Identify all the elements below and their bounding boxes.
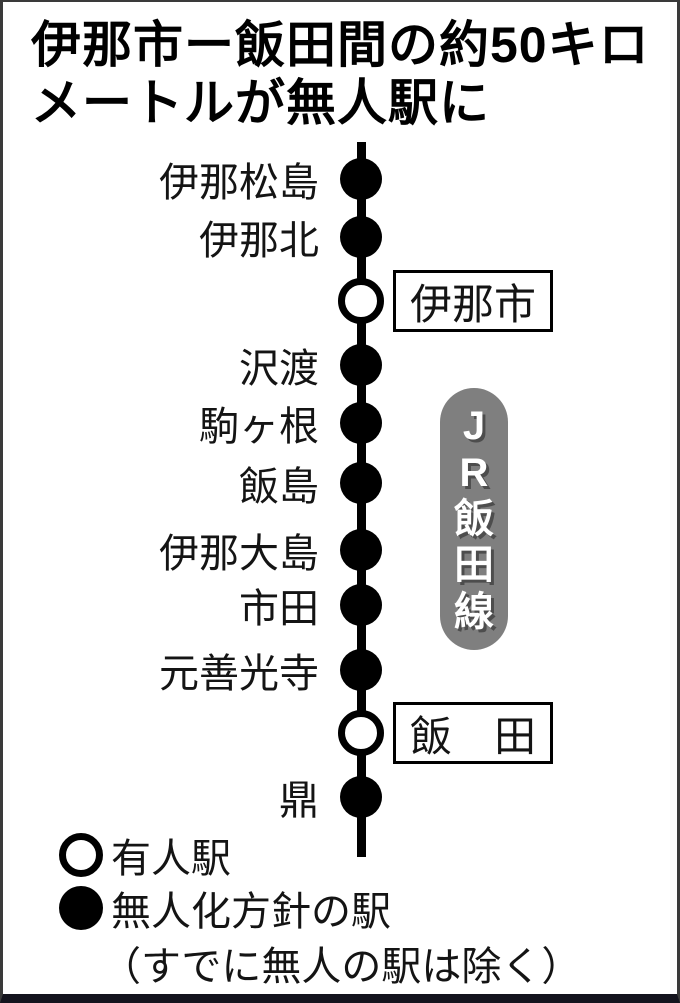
legend-filled-circle-icon <box>59 886 103 930</box>
station-row-inashi: 伊那市 <box>3 270 677 332</box>
page-title: 伊那市ー飯田間の約50キロ メートルが無人駅に <box>31 16 650 132</box>
badge-char: 飯 <box>454 496 494 541</box>
station-dot-open-icon <box>338 278 384 324</box>
station-row-ichida: 市田 <box>3 582 677 631</box>
station-label: 沢渡 <box>239 347 319 391</box>
legend-staffed-label: 有人駅 <box>111 837 231 881</box>
jr-iida-line-badge: J R 飯 田 線 <box>440 388 508 650</box>
legend-row-staffed: 有人駅 <box>3 832 231 881</box>
badge-char: 線 <box>454 589 494 634</box>
station-row-kanae: 鼎 <box>3 774 677 823</box>
station-row-iijima: 飯島 <box>3 460 677 509</box>
station-dot-open-icon <box>338 710 384 756</box>
legend-unmanned-label: 無人化方針の駅 <box>111 890 391 934</box>
station-label: 伊那北 <box>199 219 319 263</box>
station-label: 飯島 <box>239 465 319 509</box>
station-label: 鼎 <box>279 779 319 823</box>
station-row-inamatsushima: 伊那松島 <box>3 156 677 205</box>
station-dot-filled-icon <box>340 776 382 818</box>
station-name-box: 伊那市 <box>393 270 553 332</box>
station-row-motozenkoji: 元善光寺 <box>3 647 677 696</box>
station-dot-filled-icon <box>340 158 382 200</box>
station-dot-filled-icon <box>340 216 382 258</box>
station-row-sawando: 沢渡 <box>3 342 677 391</box>
legend-row-unmanned: 無人化方針の駅 <box>3 885 391 934</box>
station-name-box: 飯 田 <box>393 702 553 764</box>
station-label: 伊那大島 <box>159 532 319 576</box>
station-label: 元善光寺 <box>159 652 319 696</box>
station-row-komagane: 駒ヶ根 <box>3 400 677 449</box>
station-label: 市田 <box>239 587 319 631</box>
legend-note: （すでに無人の駅は除く） <box>101 945 582 989</box>
station-dot-filled-icon <box>340 462 382 504</box>
legend-open-circle-icon <box>59 833 103 877</box>
station-dot-filled-icon <box>340 649 382 691</box>
station-row-iida: 飯 田 <box>3 702 677 764</box>
badge-char: 田 <box>454 543 494 588</box>
station-dot-filled-icon <box>340 584 382 626</box>
station-dot-filled-icon <box>340 344 382 386</box>
title-line-1: 伊那市ー飯田間の約50キロ <box>31 17 650 73</box>
station-label: 伊那松島 <box>159 161 319 205</box>
station-dot-filled-icon <box>340 529 382 571</box>
badge-char: R <box>459 450 489 495</box>
badge-char: J <box>462 404 486 449</box>
station-dot-filled-icon <box>340 402 382 444</box>
station-row-inaoshima: 伊那大島 <box>3 527 677 576</box>
station-row-inakita: 伊那北 <box>3 214 677 263</box>
station-label: 駒ヶ根 <box>199 405 319 449</box>
title-line-2: メートルが無人駅に <box>31 75 490 131</box>
